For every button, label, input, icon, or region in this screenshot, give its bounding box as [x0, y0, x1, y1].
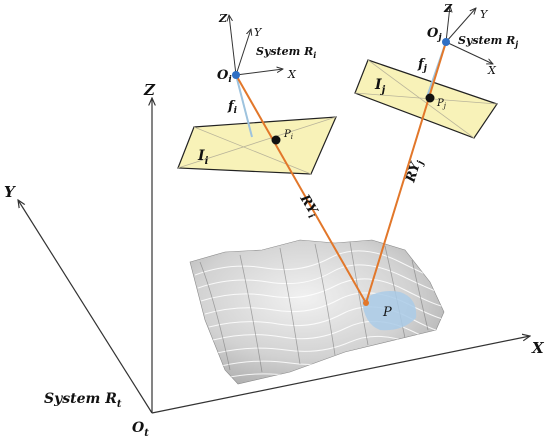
camera-i-center-label: Oi [217, 68, 232, 85]
ground-z-label: Z [143, 81, 156, 99]
terrain-point-label: P [382, 305, 392, 320]
image-point-i-label: Pi [283, 129, 293, 141]
camera-i [177, 15, 367, 304]
camera-i-z-axis [229, 15, 237, 76]
camera-i-y-axis [235, 29, 251, 76]
camera-center-i [232, 71, 240, 79]
focal-j-label: fj [417, 57, 428, 74]
plane-j-diagonal-a [367, 59, 475, 139]
camera-i-x-label: X [287, 68, 297, 81]
camera-j [354, 6, 498, 304]
camera-j-system-label: System Rj [458, 34, 518, 49]
camera-center-j [442, 38, 450, 46]
image-point-j-label: Pj [436, 98, 447, 110]
image-point-i [271, 135, 281, 145]
camera-j-x-label: X [487, 64, 497, 77]
ray-j [365, 41, 447, 304]
ground-y-axis [18, 200, 153, 414]
ground-x-axis [151, 336, 530, 414]
image-plane-i [177, 116, 337, 175]
camera-j-y-axis [445, 8, 476, 43]
terrain-model [189, 239, 445, 385]
image-plane-j-label: Ij [374, 77, 386, 96]
ground-system-label: System Rt [44, 391, 122, 410]
image-point-j [425, 93, 435, 103]
camera-i-system-label: System Ri [256, 45, 316, 60]
camera-j-z-axis [445, 6, 450, 43]
camera-j-y-label: Y [480, 8, 489, 21]
labels: Z Y X System Rt Ot Z Y X System Ri Oi fi… [4, 2, 545, 439]
ground-x-label: X [531, 339, 545, 357]
ground-axes [18, 98, 530, 414]
ground-y-label: Y [4, 183, 16, 201]
ground-point-p [363, 300, 369, 306]
focal-i-label: fi [227, 99, 238, 116]
camera-i-z-label: Z [218, 12, 228, 25]
ray-i [235, 74, 367, 304]
camera-j-z-label: Z [443, 2, 453, 15]
image-plane-i-label: Ii [197, 148, 209, 167]
camera-j-x-axis [445, 41, 493, 64]
plane-i-diagonal-b [177, 116, 337, 169]
plane-i-diagonal-a [193, 126, 312, 175]
camera-j-center-label: Oj [427, 26, 442, 43]
camera-i-y-label: Y [254, 26, 263, 39]
terrain-ridges [199, 241, 429, 373]
focal-line-i [235, 74, 253, 138]
target-patch [362, 291, 417, 331]
ray-j-label: RYj [403, 157, 426, 186]
ground-origin-label: Ot [132, 420, 149, 439]
camera-i-x-axis [235, 69, 283, 76]
